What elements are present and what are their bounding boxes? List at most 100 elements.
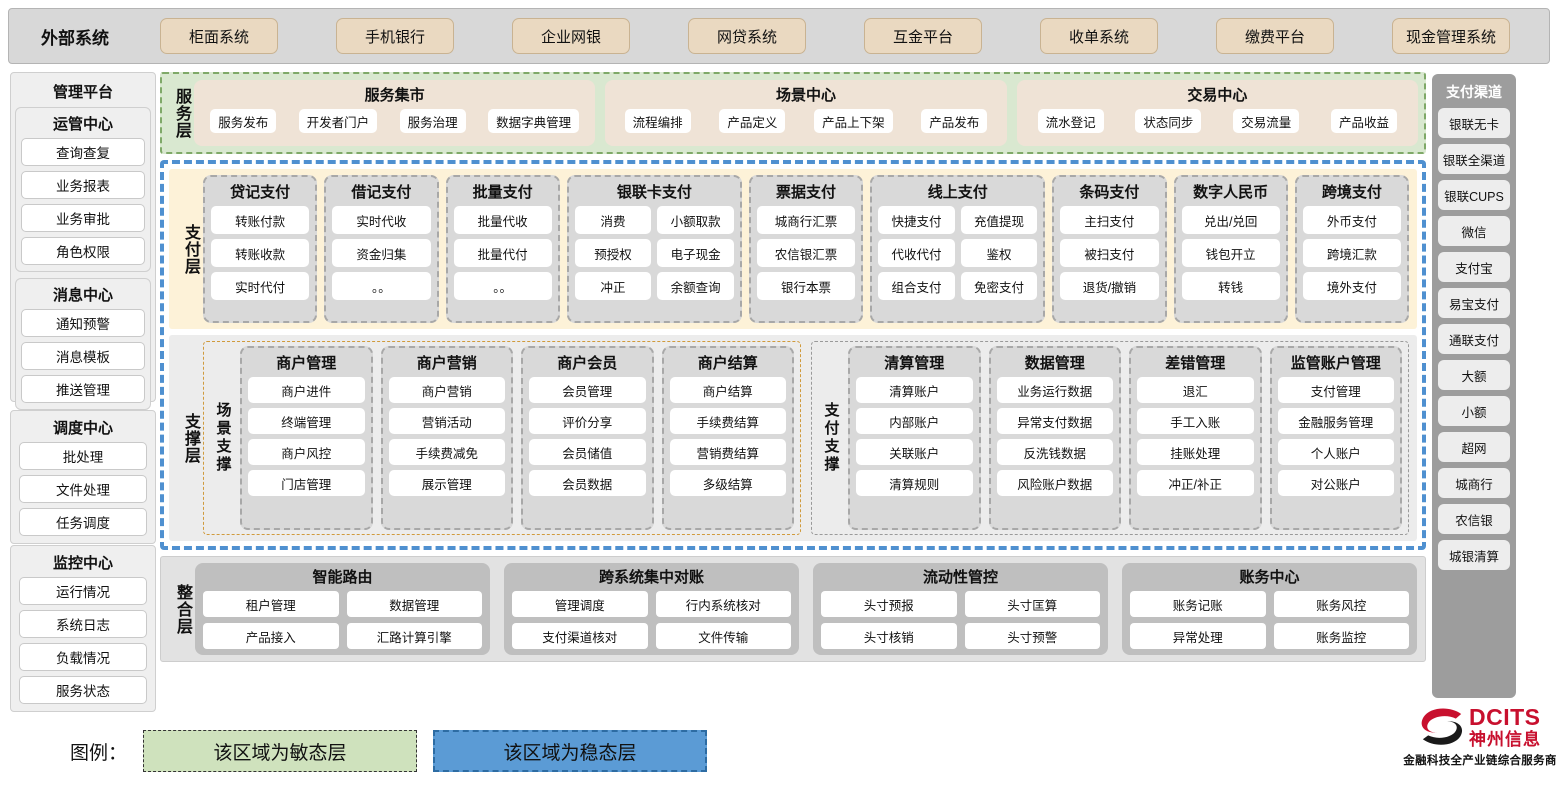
- payment-chip[interactable]: 快捷支付: [878, 206, 955, 234]
- support-chip[interactable]: 反洗钱数据: [997, 439, 1114, 465]
- support-chip[interactable]: 内部账户: [856, 408, 973, 434]
- service-chip[interactable]: 产品发布: [921, 109, 987, 133]
- integration-chip[interactable]: 账务监控: [1274, 623, 1410, 649]
- service-chip[interactable]: 流程编排: [625, 109, 691, 133]
- payment-chip[interactable]: 农信银汇票: [757, 239, 855, 267]
- integration-chip[interactable]: 支付渠道核对: [512, 623, 648, 649]
- management-item[interactable]: 业务审批: [21, 204, 145, 232]
- support-chip[interactable]: 门店管理: [248, 470, 365, 496]
- payment-channel-item[interactable]: 城银清算: [1438, 540, 1510, 570]
- payment-chip[interactable]: 预授权: [575, 239, 652, 267]
- external-system-chip[interactable]: 收单系统: [1040, 18, 1158, 54]
- payment-channel-item[interactable]: 支付宝: [1438, 252, 1510, 282]
- payment-channel-item[interactable]: 银联无卡: [1438, 108, 1510, 138]
- payment-chip[interactable]: 小额取款: [657, 206, 734, 234]
- payment-chip[interactable]: 。。: [332, 272, 430, 300]
- service-chip[interactable]: 服务发布: [210, 109, 276, 133]
- payment-chip[interactable]: 实时代付: [211, 272, 309, 300]
- payment-chip[interactable]: 实时代收: [332, 206, 430, 234]
- payment-chip[interactable]: 资金归集: [332, 239, 430, 267]
- external-system-chip[interactable]: 企业网银: [512, 18, 630, 54]
- payment-chip[interactable]: 鉴权: [961, 239, 1038, 267]
- payment-channel-item[interactable]: 城商行: [1438, 468, 1510, 498]
- management-item[interactable]: 系统日志: [19, 610, 147, 638]
- payment-chip[interactable]: 转账付款: [211, 206, 309, 234]
- support-chip[interactable]: 手工入账: [1137, 408, 1254, 434]
- support-chip[interactable]: 挂账处理: [1137, 439, 1254, 465]
- payment-channel-item[interactable]: 超网: [1438, 432, 1510, 462]
- service-chip[interactable]: 状态同步: [1135, 109, 1201, 133]
- payment-chip[interactable]: 城商行汇票: [757, 206, 855, 234]
- integration-chip[interactable]: 账务风控: [1274, 591, 1410, 617]
- management-item[interactable]: 服务状态: [19, 676, 147, 704]
- payment-chip[interactable]: 主扫支付: [1060, 206, 1158, 234]
- support-chip[interactable]: 商户进件: [248, 377, 365, 403]
- payment-chip[interactable]: 银行本票: [757, 272, 855, 300]
- support-chip[interactable]: 风险账户数据: [997, 470, 1114, 496]
- management-item[interactable]: 负载情况: [19, 643, 147, 671]
- payment-chip[interactable]: 代收代付: [878, 239, 955, 267]
- external-system-chip[interactable]: 现金管理系统: [1392, 18, 1510, 54]
- support-chip[interactable]: 手续费结算: [670, 408, 787, 434]
- payment-chip[interactable]: 兑出/兑回: [1182, 206, 1280, 234]
- payment-chip[interactable]: 余额查询: [657, 272, 734, 300]
- payment-channel-item[interactable]: 大额: [1438, 360, 1510, 390]
- integration-chip[interactable]: 头寸预警: [965, 623, 1101, 649]
- integration-chip[interactable]: 文件传输: [656, 623, 792, 649]
- service-chip[interactable]: 产品上下架: [814, 109, 893, 133]
- integration-chip[interactable]: 头寸匡算: [965, 591, 1101, 617]
- payment-chip[interactable]: 电子现金: [657, 239, 734, 267]
- integration-chip[interactable]: 账务记账: [1130, 591, 1266, 617]
- support-chip[interactable]: 对公账户: [1278, 470, 1395, 496]
- service-chip[interactable]: 产品定义: [719, 109, 785, 133]
- service-chip[interactable]: 开发者门户: [299, 109, 378, 133]
- payment-chip[interactable]: 转钱: [1182, 272, 1280, 300]
- support-chip[interactable]: 终端管理: [248, 408, 365, 434]
- service-chip[interactable]: 交易流量: [1233, 109, 1299, 133]
- payment-chip[interactable]: 冲正: [575, 272, 652, 300]
- payment-chip[interactable]: 退货/撤销: [1060, 272, 1158, 300]
- payment-chip[interactable]: 钱包开立: [1182, 239, 1280, 267]
- support-chip[interactable]: 商户营销: [389, 377, 506, 403]
- payment-chip[interactable]: 被扫支付: [1060, 239, 1158, 267]
- payment-chip[interactable]: 批量代收: [454, 206, 552, 234]
- support-chip[interactable]: 业务运行数据: [997, 377, 1114, 403]
- management-item[interactable]: 推送管理: [21, 375, 145, 403]
- support-chip[interactable]: 会员数据: [529, 470, 646, 496]
- integration-chip[interactable]: 租户管理: [203, 591, 339, 617]
- payment-channel-item[interactable]: 易宝支付: [1438, 288, 1510, 318]
- support-chip[interactable]: 商户风控: [248, 439, 365, 465]
- support-chip[interactable]: 商户结算: [670, 377, 787, 403]
- external-system-chip[interactable]: 柜面系统: [160, 18, 278, 54]
- payment-chip[interactable]: 境外支付: [1303, 272, 1401, 300]
- management-item[interactable]: 任务调度: [19, 508, 147, 536]
- support-chip[interactable]: 金融服务管理: [1278, 408, 1395, 434]
- external-system-chip[interactable]: 互金平台: [864, 18, 982, 54]
- support-chip[interactable]: 退汇: [1137, 377, 1254, 403]
- management-item[interactable]: 批处理: [19, 442, 147, 470]
- payment-channel-item[interactable]: 银联全渠道: [1438, 144, 1510, 174]
- support-chip[interactable]: 评价分享: [529, 408, 646, 434]
- support-chip[interactable]: 关联账户: [856, 439, 973, 465]
- integration-chip[interactable]: 头寸预报: [821, 591, 957, 617]
- support-chip[interactable]: 手续费减免: [389, 439, 506, 465]
- service-chip[interactable]: 产品收益: [1331, 109, 1397, 133]
- management-item[interactable]: 通知预警: [21, 309, 145, 337]
- support-chip[interactable]: 多级结算: [670, 470, 787, 496]
- support-chip[interactable]: 清算账户: [856, 377, 973, 403]
- support-chip[interactable]: 异常支付数据: [997, 408, 1114, 434]
- integration-chip[interactable]: 头寸核销: [821, 623, 957, 649]
- integration-chip[interactable]: 数据管理: [347, 591, 483, 617]
- support-chip[interactable]: 个人账户: [1278, 439, 1395, 465]
- support-chip[interactable]: 会员管理: [529, 377, 646, 403]
- integration-chip[interactable]: 行内系统核对: [656, 591, 792, 617]
- management-item[interactable]: 文件处理: [19, 475, 147, 503]
- support-chip[interactable]: 营销活动: [389, 408, 506, 434]
- service-chip[interactable]: 服务治理: [400, 109, 466, 133]
- payment-chip[interactable]: 组合支付: [878, 272, 955, 300]
- payment-channel-item[interactable]: 小额: [1438, 396, 1510, 426]
- payment-channel-item[interactable]: 通联支付: [1438, 324, 1510, 354]
- support-chip[interactable]: 展示管理: [389, 470, 506, 496]
- payment-chip[interactable]: 。。: [454, 272, 552, 300]
- service-chip[interactable]: 流水登记: [1038, 109, 1104, 133]
